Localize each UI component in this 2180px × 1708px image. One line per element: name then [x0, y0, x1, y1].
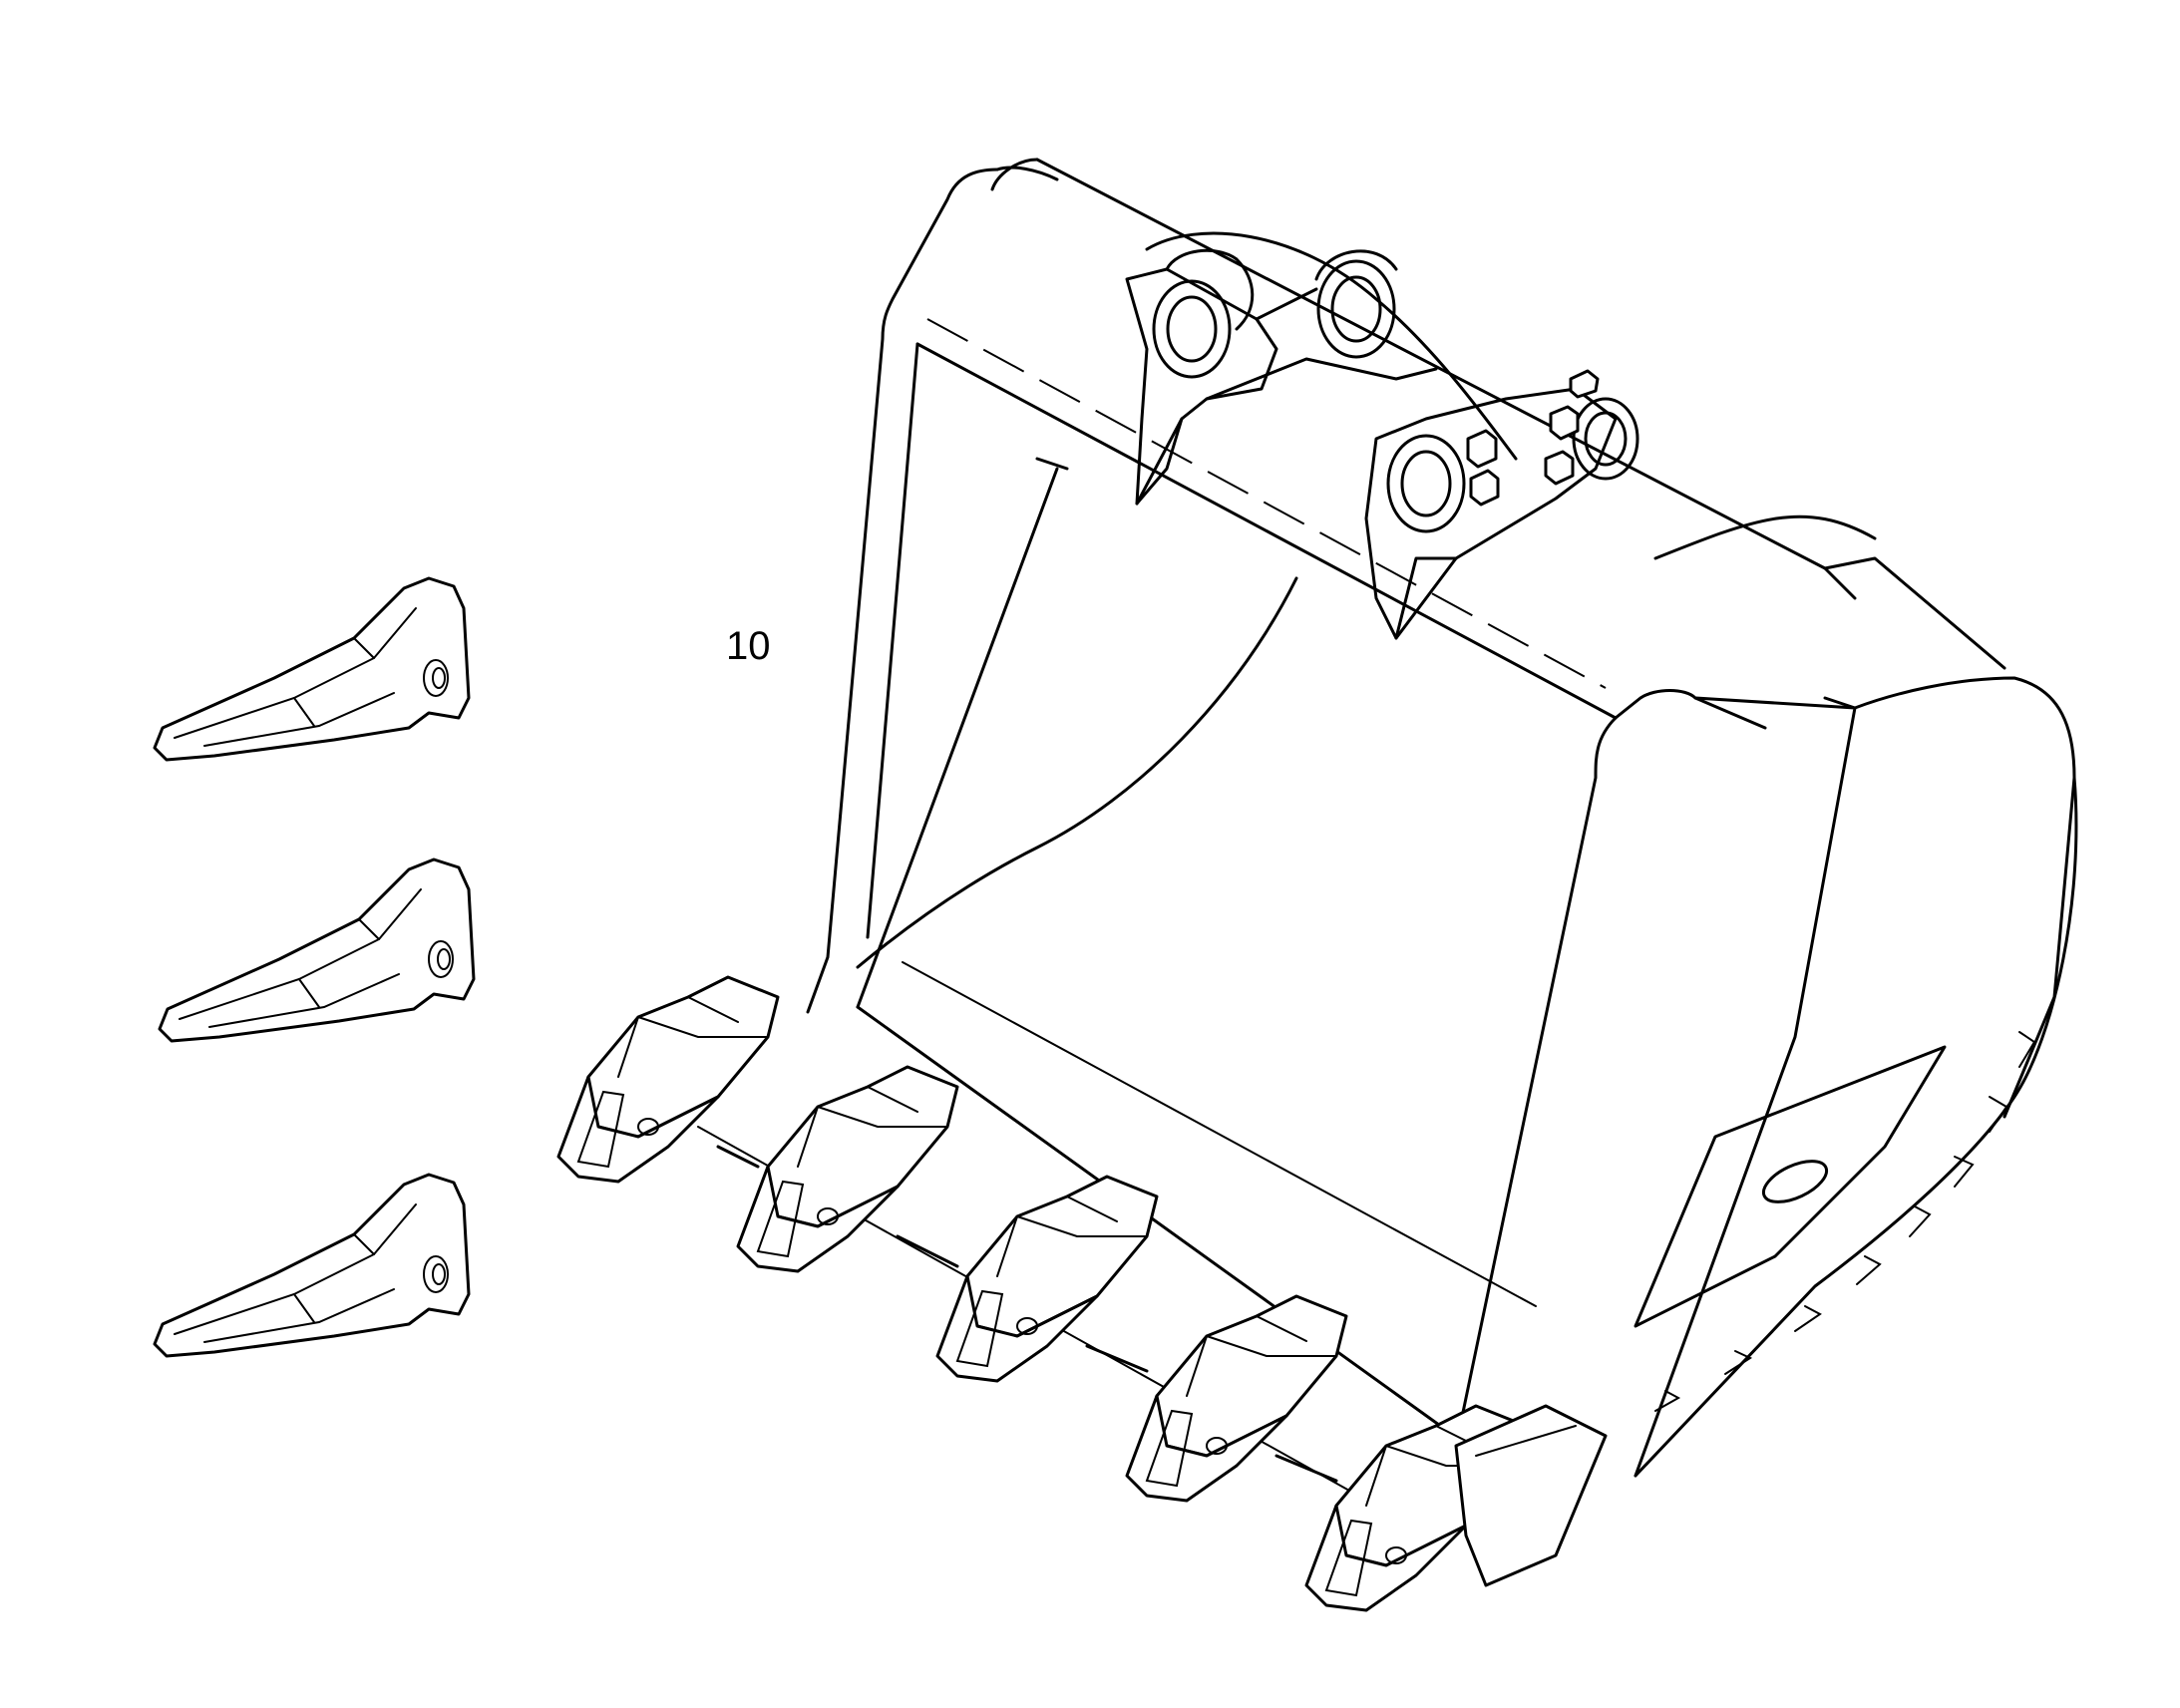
- bucket-body: [697, 158, 2078, 1507]
- cutting-edge: [716, 1145, 1338, 1483]
- spare-tooth: [153, 576, 471, 762]
- mounted-tooth: [935, 1175, 1159, 1383]
- part-number-label: 10: [726, 624, 771, 668]
- mounted-tooth: [736, 1065, 959, 1273]
- mounted-tooth: [556, 975, 780, 1184]
- mounting-brackets: [1125, 248, 1639, 640]
- spare-tooth: [158, 857, 476, 1043]
- side-cutter-tooth: [1454, 1404, 1608, 1587]
- spare-tooth: [153, 1173, 471, 1358]
